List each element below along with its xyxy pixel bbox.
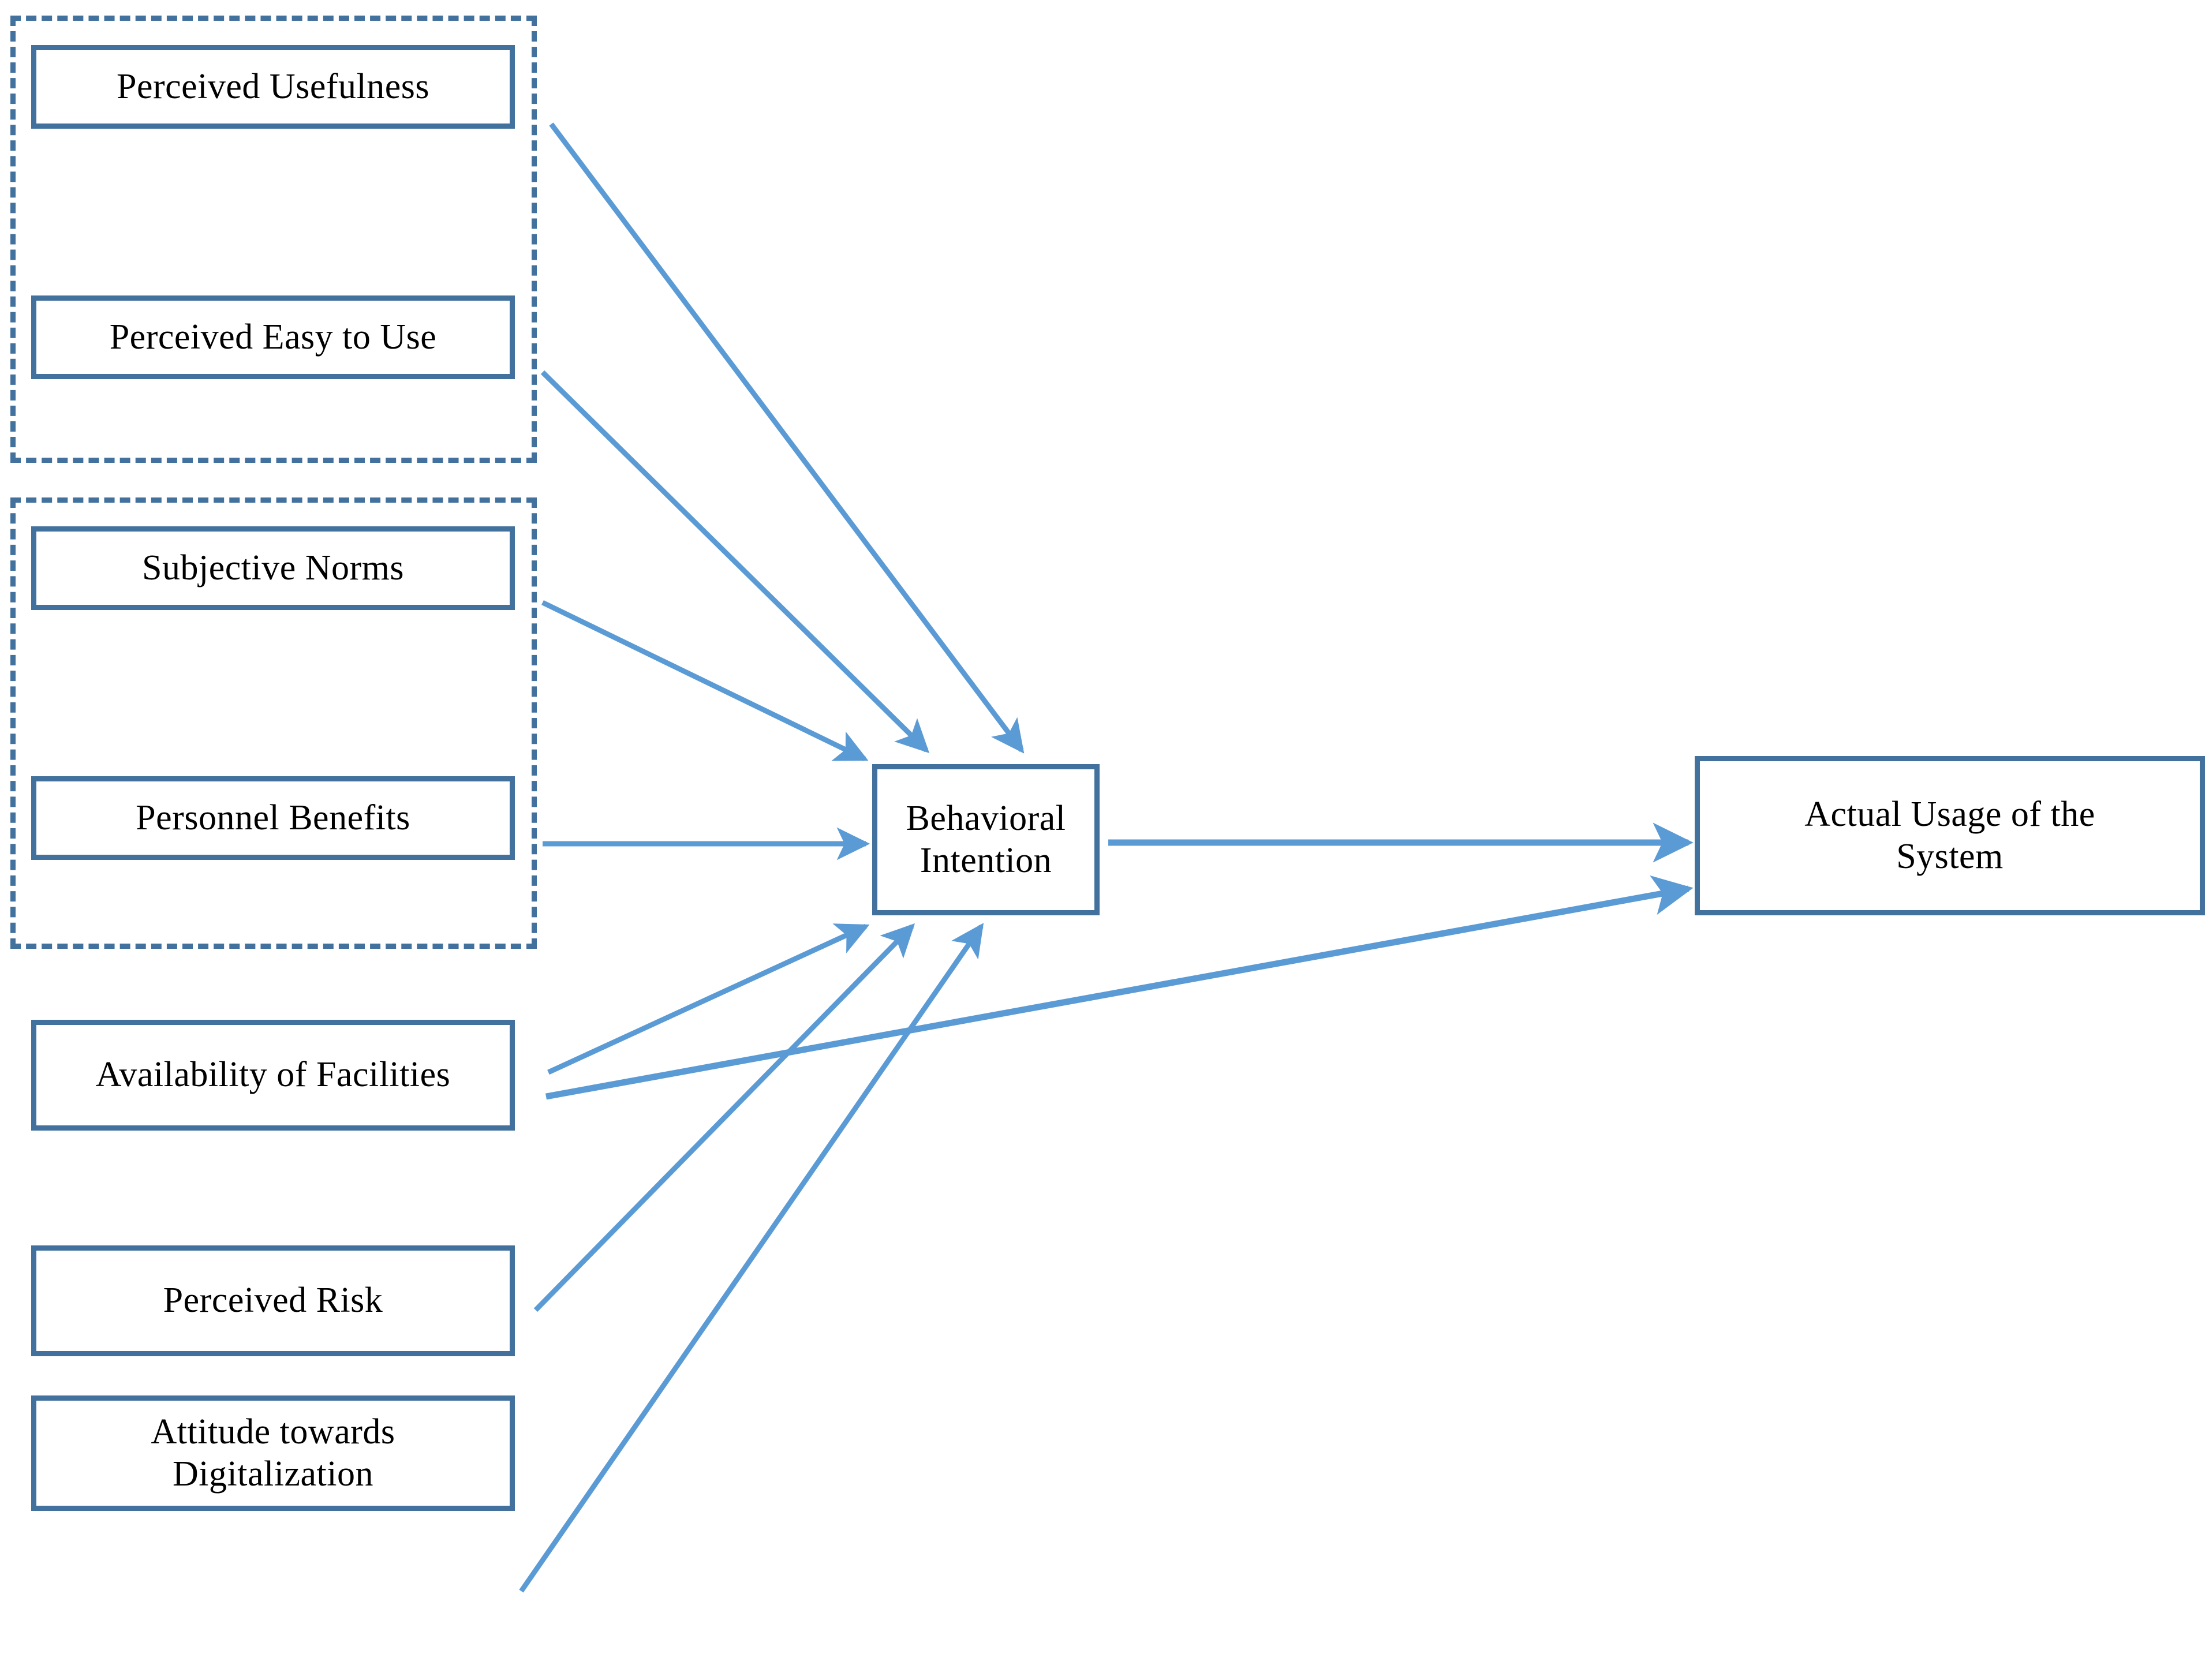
node-subjective-norms[interactable]: Subjective Norms — [31, 526, 515, 610]
node-label-perceived-risk: Perceived Risk — [163, 1281, 383, 1320]
group-technology-acceptance — [10, 16, 537, 463]
node-availability-of-facilities[interactable]: Availability of Facilities — [31, 1020, 515, 1131]
node-label-attitude-line-1: Attitude towards — [151, 1412, 395, 1451]
edge-usefulness-to-intention — [549, 122, 1025, 754]
edge-availability-to-usage — [545, 875, 1694, 1100]
node-label-perceived-usefulness: Perceived Usefulness — [117, 66, 429, 106]
node-personnel-benefits[interactable]: Personnel Benefits — [31, 776, 515, 860]
edge-availability-to-intention — [547, 923, 870, 1075]
node-perceived-risk[interactable]: Perceived Risk — [31, 1245, 515, 1356]
node-label-personnel-benefits: Personnel Benefits — [136, 798, 410, 837]
edge-norms-to-intention — [541, 600, 869, 762]
node-label-actual-usage-line-1: Actual Usage of the — [1804, 794, 2095, 834]
edge-ease-to-intention — [540, 370, 930, 754]
node-label-behavioral-intention: Behavioral Intention — [906, 798, 1066, 880]
node-label-actual-usage-of-the-system: Actual Usage of the System — [1784, 794, 2116, 878]
node-actual-usage-of-the-system[interactable]: Actual Usage of the System — [1695, 756, 2205, 915]
edge-risk-to-intention — [533, 923, 915, 1312]
node-label-availability-of-facilities: Availability of Facilities — [95, 1055, 451, 1095]
node-behavioral-intention[interactable]: Behavioral Intention — [872, 764, 1100, 915]
node-label-attitude-line-2: Digitalization — [173, 1454, 373, 1494]
node-label-perceived-easy-to-use: Perceived Easy to Use — [109, 317, 437, 357]
node-perceived-easy-to-use[interactable]: Perceived Easy to Use — [31, 295, 515, 379]
edge-attitude-to-intention — [519, 923, 984, 1593]
node-attitude-towards-digitalization[interactable]: Attitude towards Digitalization — [31, 1395, 515, 1511]
node-label-subjective-norms: Subjective Norms — [142, 548, 404, 588]
group-social-influence — [10, 497, 537, 949]
node-label-attitude-towards-digitalization: Attitude towards Digitalization — [130, 1411, 416, 1495]
node-label-actual-usage-line-2: System — [1896, 837, 2004, 876]
node-perceived-usefulness[interactable]: Perceived Usefulness — [31, 45, 515, 129]
